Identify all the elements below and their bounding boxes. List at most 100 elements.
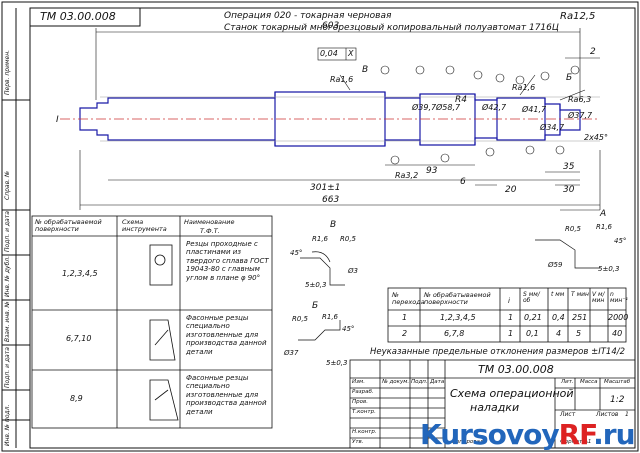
modes-header-0: № перехода [392,291,425,306]
tb-copied: Копировал [452,439,484,445]
detail-a-ang: 45° [614,237,627,245]
modes-r2-c6: 40 [612,329,623,338]
title-sheet: Лист [560,411,576,418]
title-block [349,359,636,449]
operation-line-2: Станок токарный многорезцовый копироваль… [224,23,559,33]
dia-5: Ø37,7 [568,111,593,120]
detail-bb-dia: Ø37 [284,349,299,357]
detail-a-dim: 5±0,3 [598,265,620,273]
modes-r2-c4: 4 [556,329,562,338]
rough-c: Ra6,3 [568,95,592,104]
inner-frame [29,7,636,449]
title-name-2: наладки [470,401,520,414]
dia-3: Ø42,7 [482,103,507,112]
watermark-text-a: Kursovoy [420,418,560,451]
tb-role-1: Пров. [352,399,368,405]
note-tolerances: Неуказанные предельные отклонения размер… [370,347,625,357]
modes-r2-c3: 0,1 [526,329,539,338]
chamfer: 2x45° [584,133,609,142]
view-a: A [600,209,607,219]
tb-row-2: № докум. [382,379,410,385]
tool-row-3-num: 8,9 [70,394,83,403]
title-name-1: Схема операционной [450,387,574,400]
modes-r2-c2: 1 [508,329,514,338]
tool-row-3-desc: Фасонные резцы специально изготовленные … [186,374,267,416]
title-lit: Лит. [561,379,574,385]
tb-row-4: Дата [430,379,445,385]
margin-label-0: Перв. примен. [4,49,11,95]
label-i: I [56,115,59,125]
tool-table-header-3: Наименование [184,218,235,226]
operation-line-1: Операция 020 - токарная черновая [224,11,392,21]
doc-code-top: ТМ 03.00.008 [40,10,116,23]
modes-r1-c1: 1,2,3,4,5 [440,313,476,322]
title-scale-val: 1:2 [610,395,625,405]
title-code: ТМ 03.00.008 [478,363,554,376]
detail-b-dia: Ø3 [348,267,358,275]
tb-role-2: Т.контр. [352,409,376,415]
title-scale: Масштаб [604,379,631,385]
tb-role-4: Утв. [352,439,364,445]
modes-r1-c3: 0,21 [524,313,542,322]
dia-6: Ø34,7 [540,123,565,132]
dim-603: 603 [322,21,340,31]
modes-header-5: T мин [571,291,589,298]
watermark-text-c: .ru [593,418,635,451]
tb-row-0: Изм. [352,379,365,385]
modes-r1-c5: 251 [572,313,588,322]
detail-b-ang: 45° [290,249,303,257]
modes-r1-c6: 2000 [608,313,629,322]
tool-row-1-num: 1,2,3,4,5 [62,269,98,278]
detail-a-r16: R1,6 [596,223,612,231]
detail-bb-ang: 45° [342,325,355,333]
dim-30: 30 [563,185,575,195]
modes-header-4: t мм [551,291,565,298]
rough-d: Ra3,2 [395,171,419,180]
detail-b-title: В [330,220,337,230]
detail-bb-r16: R1,6 [322,313,338,321]
modes-header-3: S мм/об [523,291,540,304]
margin-label-2: Подп. и дата [4,211,11,252]
detail-bb-title: Б [312,301,319,311]
modes-r1-c4: 0,4 [552,313,565,322]
tool-row-2-desc: Фасонные резцы специально изготовленные … [186,314,267,356]
dim-663: 663 [322,195,340,205]
dia-4: Ø41,7 [522,105,547,114]
title-sheets: Листов [596,411,619,418]
detail-bb-dim: 5±0,3 [326,359,348,367]
modes-r1-c2: 1 [508,313,514,322]
modes-table [387,287,627,343]
dim-301: 301±1 [310,183,341,193]
modes-header-6: V м/мин [592,291,605,304]
shaft-outline [79,91,581,147]
label-2: 2 [590,47,596,57]
margin-label-3: Инв. № дубл. [4,255,11,297]
tool-table-header-3b: Т.Ф.Т. [200,227,220,235]
detail-b-dim: 5±0,3 [305,281,327,289]
dim-20: 20 [505,185,517,195]
tool-row-2-num: 6,7,10 [66,334,92,343]
radius-r4: R4 [455,95,467,105]
tb-row-3: Подп. [411,379,428,385]
rough-a: Ra1,6 [330,75,354,84]
dim-93: 93 [426,166,438,176]
modes-header-1: № обрабатываемой поверхности [424,291,491,306]
tol-datum: X [348,49,354,58]
modes-r2-c1: 6,7,8 [444,329,465,338]
detail-a-r05: R0,5 [565,225,581,233]
dia-1: Ø39,7 [412,103,437,112]
modes-header-7: n мин⁻¹ [610,291,628,304]
tool-table [31,215,273,429]
detail-b-r16: R1,6 [312,235,328,243]
detail-b-r05: R0,5 [340,235,356,243]
dim-6: 6 [460,177,466,187]
margin-label-1: Справ. № [4,170,11,200]
tb-role-0: Разраб. [352,389,374,395]
modes-r2-c5: 5 [576,329,582,338]
margin-label-6: Инв. № подл. [4,404,11,446]
margin-label-4: Взам. инв. № [4,301,11,342]
modes-r2-c0: 2 [402,329,408,338]
